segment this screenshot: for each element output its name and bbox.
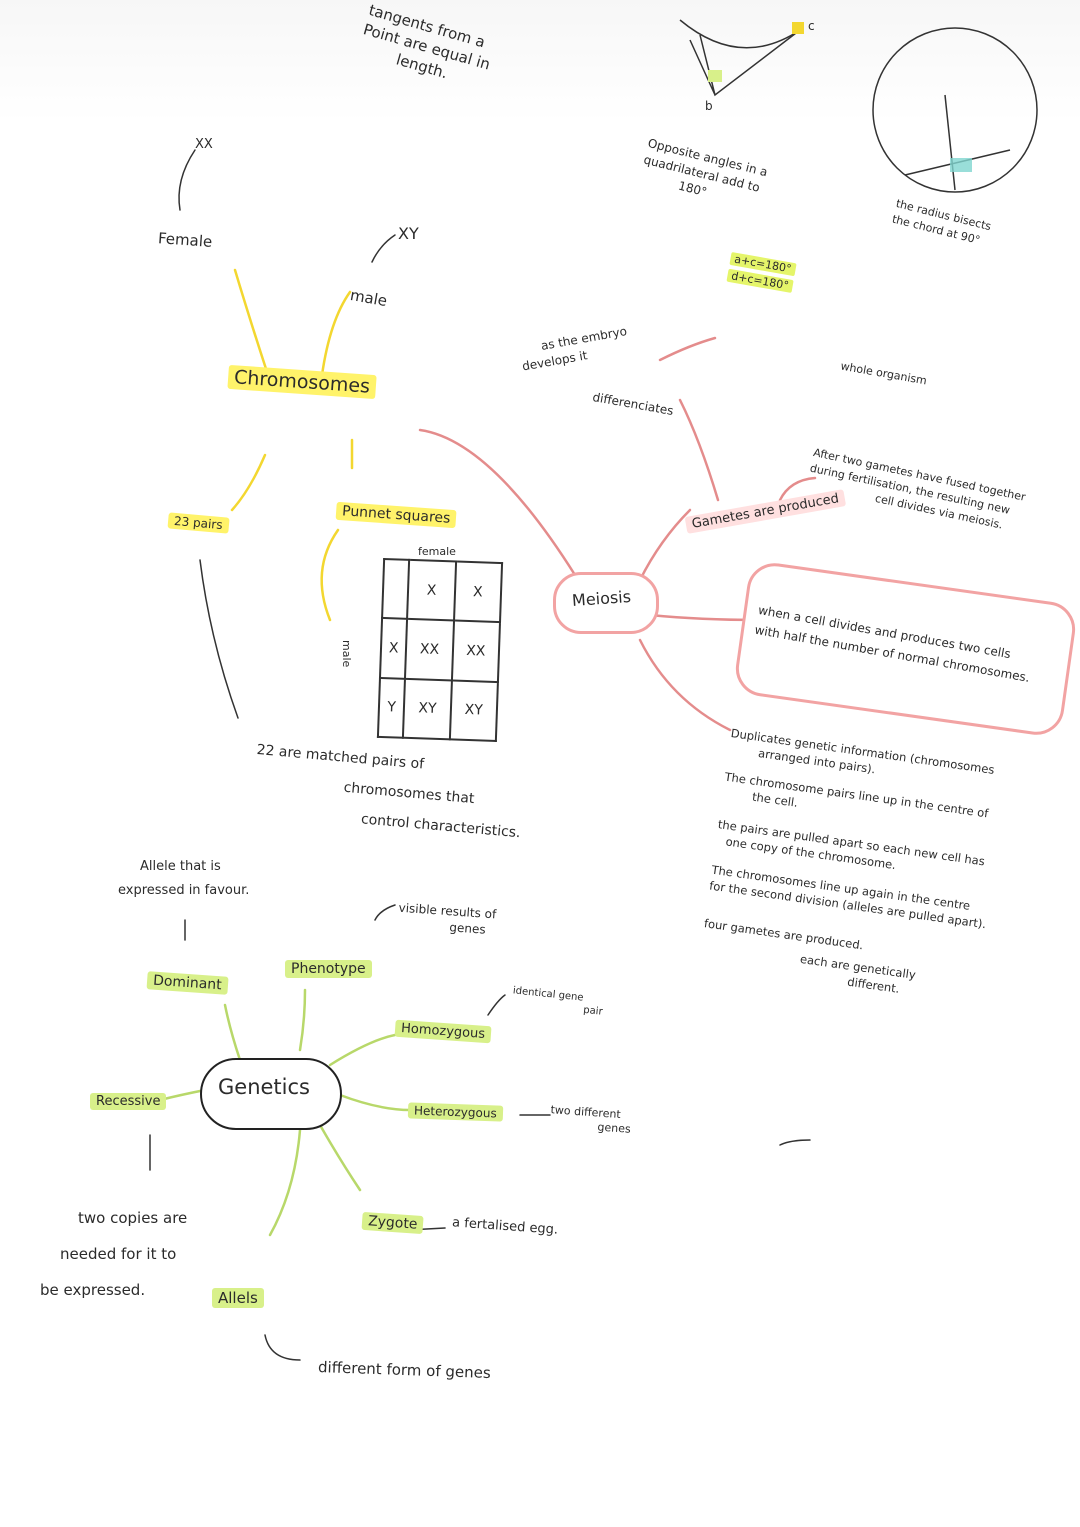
recessive-note-line-2: needed for it to — [60, 1245, 177, 1263]
punnett-cell: XY — [403, 678, 452, 740]
dominant-note-line-1: Allele that is — [140, 859, 221, 874]
punnett-square: X X X XX XX Y XY XY — [377, 558, 503, 742]
phenotype-label: Phenotype — [285, 960, 372, 978]
punnett-row: X XX XX — [380, 618, 500, 682]
punnett-row: Y XY XY — [377, 677, 498, 742]
xy-label: XY — [398, 224, 419, 243]
label-b: b — [705, 99, 713, 113]
alleles-label: Allels — [212, 1288, 264, 1308]
meiosis-title: Meiosis — [571, 586, 632, 611]
heterozygous-label: Heterozygous — [407, 1102, 504, 1122]
punnett-col-header: X — [453, 561, 503, 623]
phenotype-note: visible results of genes — [397, 900, 497, 939]
punnett-row-header: Y — [377, 677, 406, 738]
punnett-male-label: male — [340, 640, 353, 668]
dominant-note-line-2: expressed in favour. — [118, 883, 250, 898]
punnett-female-label: female — [418, 545, 456, 558]
dominant-note: Allele that is expressed in favour. — [118, 855, 249, 903]
punnett-col-header: X — [407, 559, 456, 621]
punnett-corner — [382, 558, 410, 620]
genetics-title: Genetics — [218, 1075, 310, 1099]
meiosis-cloud — [553, 572, 659, 634]
punnett-header-row: X X — [382, 558, 503, 623]
heterozygous-node: Heterozygous — [407, 1102, 504, 1122]
meiosis-steps: Duplicates genetic information (chromoso… — [698, 725, 1009, 1007]
cyclic-quadrilateral-diagram — [679, 19, 804, 97]
recessive-label: Recessive — [90, 1093, 167, 1110]
xx-label: XX — [195, 137, 213, 152]
zygote-node: Zygote — [361, 1211, 425, 1235]
punnett-cell: XX — [451, 620, 500, 682]
circle-chord-diagram — [872, 27, 1038, 193]
punnett-cell: XY — [449, 680, 498, 742]
recessive-note-line-1: two copies are — [78, 1209, 188, 1227]
heterozygous-note: two different genes — [549, 1103, 632, 1137]
phenotype-node: Phenotype — [285, 960, 372, 978]
recessive-node: Recessive — [90, 1093, 167, 1110]
alleles-node: Allels — [212, 1288, 264, 1308]
punnett-cell: XX — [405, 619, 454, 681]
recessive-note: two copies are needed for it to be expre… — [40, 1200, 188, 1308]
recessive-note-line-3: be expressed. — [40, 1281, 146, 1299]
label-c: c — [808, 19, 815, 33]
female-label: Female — [157, 229, 213, 251]
punnett-row-header: X — [380, 618, 408, 679]
genetics-cloud — [200, 1058, 342, 1130]
